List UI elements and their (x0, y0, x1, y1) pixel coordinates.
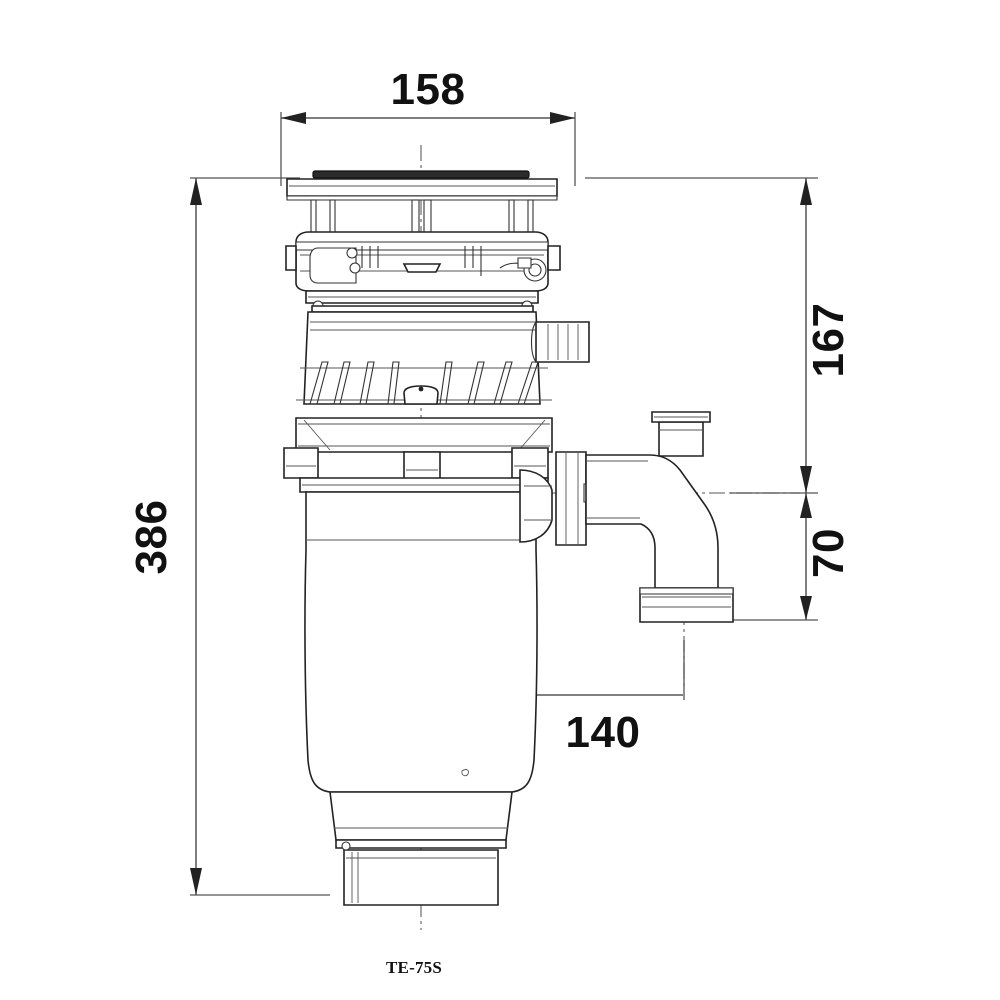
collar-center-ribs (361, 246, 482, 276)
dimension-158-label: 158 (391, 65, 466, 114)
dimension-70: 70 (730, 493, 853, 621)
dimension-140: 140 (440, 640, 685, 757)
dimension-167-arrow-bottom (800, 466, 812, 493)
sink-flange (286, 178, 558, 201)
dimension-158-arrow-right (550, 112, 575, 124)
dimension-70-arrow-bottom (800, 596, 812, 620)
mid-flange (283, 417, 553, 485)
dishwasher-inlet-port (530, 321, 590, 363)
lower-stub (329, 791, 513, 906)
dimension-167: 167 (585, 177, 853, 494)
disposer-assembly (283, 170, 734, 906)
sink-flange-gasket (312, 170, 530, 179)
upper-housing (303, 311, 541, 405)
dimension-70-label: 70 (804, 528, 853, 578)
dimension-167-arrow-top (800, 178, 812, 205)
mounting-collar (285, 231, 561, 292)
dimension-386-arrow-top (190, 178, 202, 205)
outlet-collar (639, 587, 734, 623)
baffle-fins (309, 361, 539, 405)
main-body (299, 477, 549, 793)
dimension-70-arrow-top (800, 493, 812, 518)
dimension-386: 386 (127, 177, 330, 896)
splash-baffle (296, 361, 552, 405)
dimension-386-arrow-bottom (190, 868, 202, 895)
dimension-140-label: 140 (566, 708, 641, 757)
flange-hanger-posts (310, 199, 534, 247)
dimension-167-label: 167 (804, 303, 853, 378)
dimension-386-label: 386 (127, 500, 176, 575)
dimension-158-arrow-left (281, 112, 306, 124)
vent-stub (651, 411, 711, 457)
discharge-elbow (519, 411, 734, 623)
drawing-caption: TE-75S (386, 958, 442, 977)
dimension-158: 158 (280, 65, 576, 186)
collar-housing-transition (305, 290, 539, 313)
